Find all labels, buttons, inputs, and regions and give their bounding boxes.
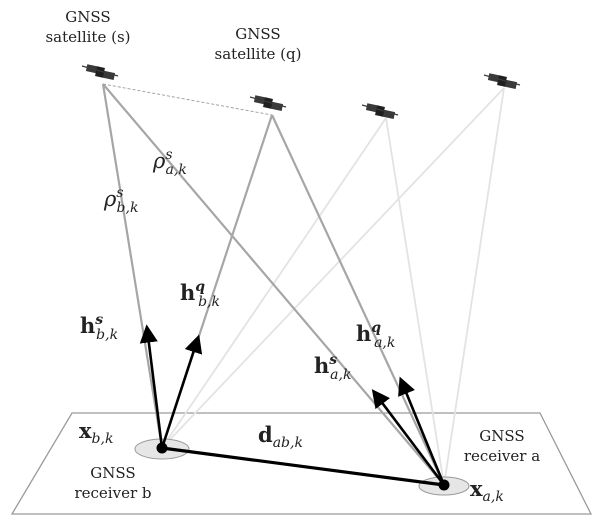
sat-s-label-line2: satellite (s)	[45, 28, 130, 46]
receiver-b-label-line2: receiver b	[74, 484, 151, 502]
satellite-icon	[249, 94, 287, 112]
receiver-marker	[438, 479, 450, 491]
baseline-vector	[161, 446, 445, 487]
x-b-label: xb,k	[79, 418, 113, 447]
satellite-icon	[81, 63, 119, 81]
sat-q-label-line2: satellite (q)	[215, 45, 302, 63]
receiver-a-label-line2: receiver a	[464, 447, 540, 465]
range-lines	[101, 83, 445, 486]
sat-s-label-line1: GNSS	[65, 8, 110, 26]
receiver-a-label-line1: GNSS	[479, 427, 524, 445]
satellite-icon	[483, 72, 521, 90]
receiver-marker	[156, 442, 168, 454]
satellite-icon	[361, 102, 399, 120]
sat-q-label-line1: GNSS	[235, 25, 280, 43]
receiver-b-label-line1: GNSS	[90, 464, 135, 482]
d-ab-label: dab,k	[258, 422, 303, 451]
faint-lines	[161, 87, 505, 486]
unit-vectors	[139, 324, 446, 486]
x-a-label: xa,k	[470, 476, 504, 505]
satellite-dashed-link	[102, 83, 273, 116]
